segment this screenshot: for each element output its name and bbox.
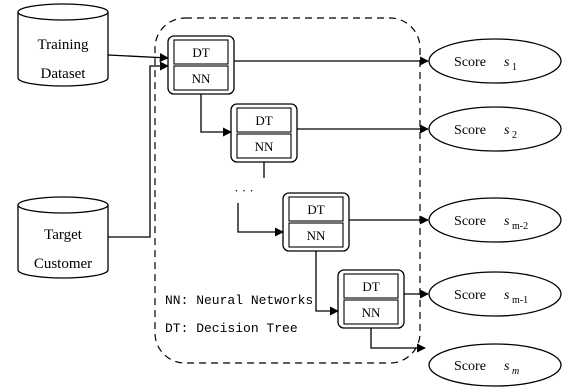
score-node-2: Score s 2 bbox=[428, 106, 562, 152]
target-customer-line2: Customer bbox=[34, 256, 92, 272]
score-2-subscript: 2 bbox=[512, 130, 517, 141]
score-3-subscript: m-2 bbox=[512, 221, 528, 232]
score-2-word: Score bbox=[454, 123, 486, 138]
model-4-nn-label: NN bbox=[362, 305, 381, 320]
model-4-dt-label: DT bbox=[362, 279, 379, 294]
score-5-symbol: s bbox=[504, 359, 510, 374]
cascade-arrow-3-4 bbox=[315, 251, 339, 316]
score-1-word: Score bbox=[454, 55, 486, 70]
target-customer-line1: Target bbox=[44, 227, 83, 243]
score-2-symbol: s bbox=[504, 123, 510, 138]
cascade-arrow-to-3 bbox=[237, 203, 284, 237]
score-node-5: Score s m bbox=[428, 343, 562, 387]
score-3-word: Score bbox=[454, 214, 486, 229]
score-5-word: Score bbox=[454, 359, 486, 374]
model-box-1: DT NN bbox=[167, 35, 235, 95]
score-5-subscript: m bbox=[512, 366, 519, 377]
score-4-word: Score bbox=[454, 288, 486, 303]
cascade-arrow-4-out bbox=[370, 328, 426, 353]
score-node-1: Score s 1 bbox=[428, 38, 562, 84]
training-dataset-line1: Training bbox=[37, 37, 89, 53]
score-node-4: Score s m-1 bbox=[428, 271, 562, 317]
score-4-symbol: s bbox=[504, 288, 510, 303]
target-customer-cylinder: Target Customer bbox=[17, 196, 109, 279]
model-2-nn-label: NN bbox=[255, 139, 274, 154]
training-input-arrow bbox=[107, 53, 169, 63]
model-1-nn-label: NN bbox=[192, 71, 211, 86]
legend-dt: DT: Decision Tree bbox=[165, 321, 298, 336]
model-box-2: DT NN bbox=[230, 103, 298, 163]
cascade-arrow-1-2 bbox=[200, 94, 232, 137]
score-1-symbol: s bbox=[504, 55, 510, 70]
model-2-dt-label: DT bbox=[255, 113, 272, 128]
cascade-ellipsis: · · · bbox=[234, 183, 254, 198]
score-4-subscript: m-1 bbox=[512, 295, 528, 306]
score-node-3: Score s m-2 bbox=[428, 197, 562, 243]
model-1-dt-label: DT bbox=[192, 45, 209, 60]
model-3-dt-label: DT bbox=[307, 202, 324, 217]
training-dataset-cylinder: Training Dataset bbox=[17, 3, 109, 87]
score-1-subscript: 1 bbox=[512, 62, 517, 73]
model-box-4: DT NN bbox=[337, 269, 405, 329]
target-input-arrow bbox=[108, 61, 169, 238]
model-box-3: DT NN bbox=[282, 192, 350, 252]
legend-nn: NN: Neural Networks bbox=[165, 293, 313, 308]
ensemble-boundary bbox=[154, 17, 421, 364]
score-3-symbol: s bbox=[504, 214, 510, 229]
training-dataset-line2: Dataset bbox=[41, 66, 87, 82]
model-3-nn-label: NN bbox=[307, 228, 326, 243]
